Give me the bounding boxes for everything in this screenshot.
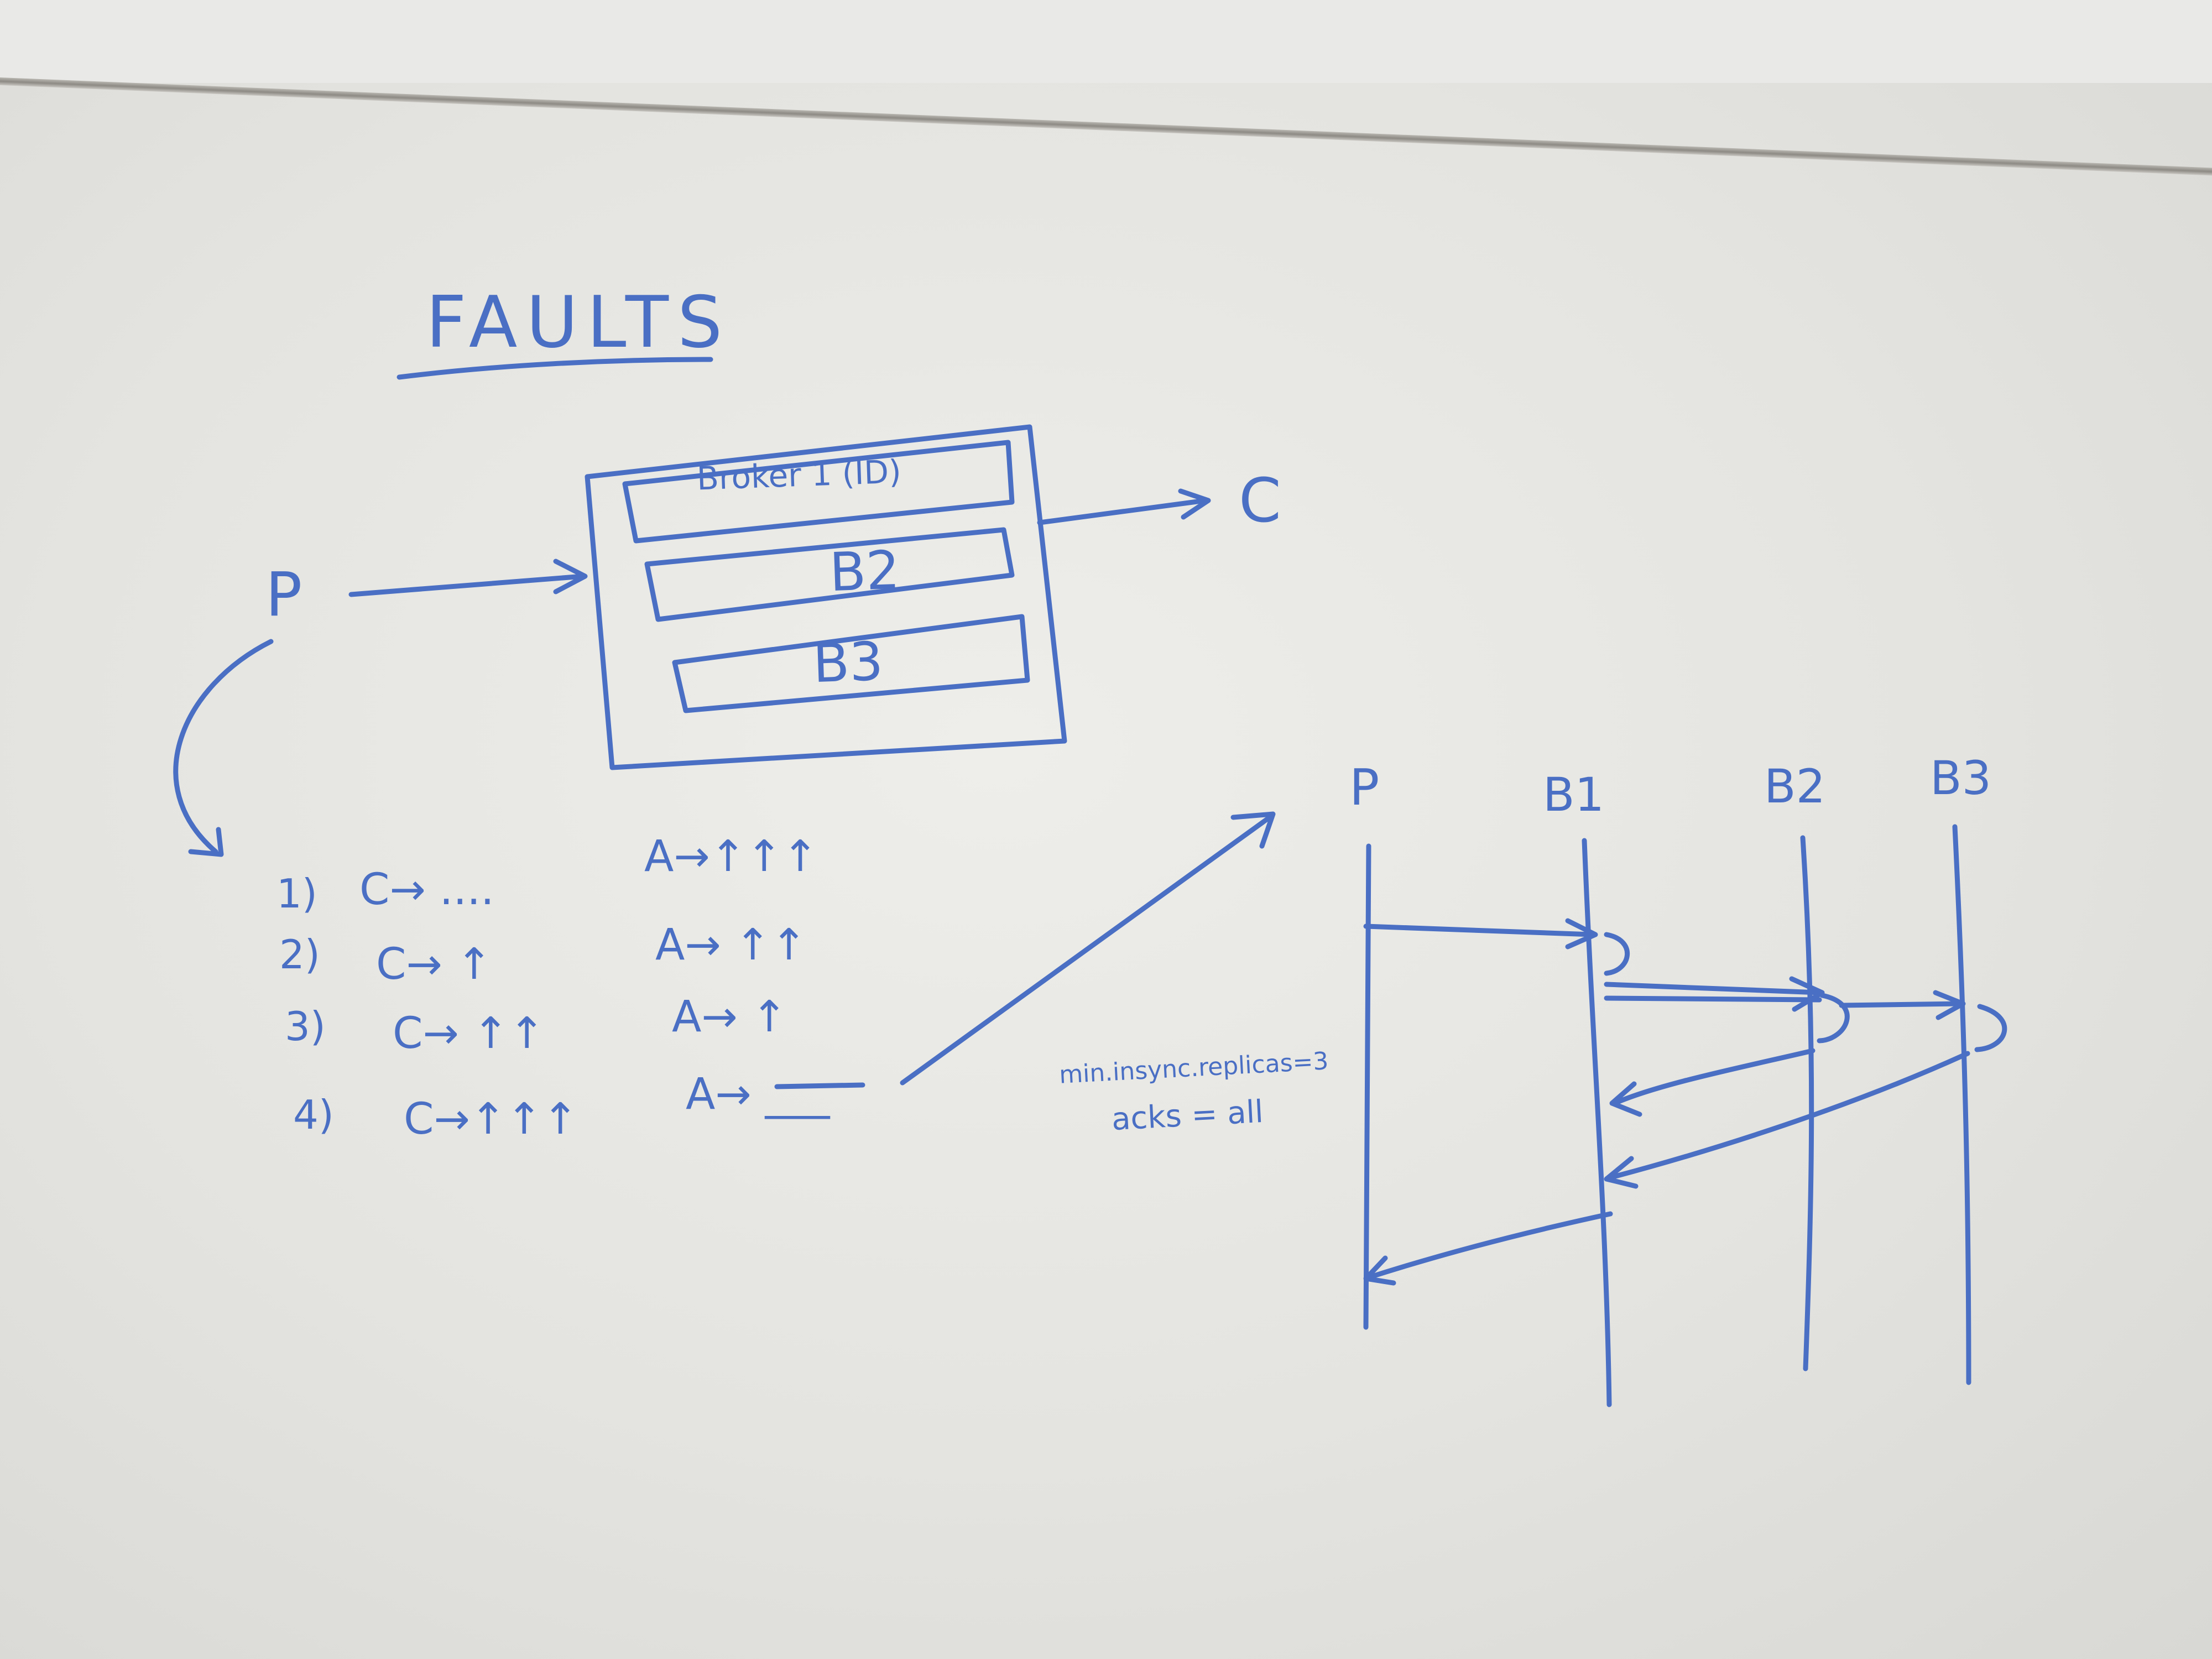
consumer-label: C (1239, 465, 1281, 536)
broker1-box (622, 440, 1015, 544)
producer-to-cluster-arrow (348, 573, 586, 597)
ack-b3-to-b1 (1606, 1051, 1970, 1181)
msg-b1-to-b2 (1604, 982, 1822, 995)
case-1-number: 1) (276, 870, 317, 917)
sequence-lane-b3: B3 (1930, 751, 1992, 805)
broker1-label: Broker 1 (ID) (696, 452, 902, 498)
case-2-c: C→ ↑ (376, 940, 492, 989)
case-3-a: A→ ↑ (672, 992, 787, 1042)
broker2-label: B2 (828, 539, 901, 604)
case-4-a: A→ ___ (686, 1070, 830, 1119)
sequence-lane-p: P (1349, 759, 1380, 817)
b2-box (644, 527, 1015, 622)
case-1-c: C→ .... (359, 865, 494, 915)
case-to-sequence-arrow (900, 813, 1275, 1086)
config-note-acks: acks = all (1110, 1093, 1265, 1138)
case-3-number: 3) (285, 1003, 326, 1050)
cluster-box (585, 424, 1067, 770)
page-title: FAULTS (426, 281, 732, 364)
msg-b2-to-b3 (1839, 1001, 1963, 1008)
producer-to-cases-arrow (173, 639, 274, 854)
case-1-a: A→↑↑↑ (644, 832, 818, 881)
sequence-lane-b1: B1 (1543, 768, 1605, 822)
case-3-c: C→ ↑↑ (393, 1009, 545, 1058)
b3-box (672, 614, 1030, 713)
cluster-to-consumer-arrow (1037, 498, 1208, 525)
case-2-a: A→ ↑↑ (655, 920, 807, 970)
msg-p-to-b1 (1363, 924, 1595, 937)
sequence-lane-b2: B2 (1764, 759, 1826, 813)
lifeline-b1 (1582, 838, 1612, 1407)
producer-label: P (265, 559, 302, 630)
case-2-number: 2) (279, 931, 320, 978)
ack-b1-to-p (1366, 1211, 1613, 1280)
case4-a-blank (774, 1082, 865, 1089)
broker3-label: B3 (812, 630, 884, 695)
wall-above-board (0, 0, 2212, 83)
case-4-c: C→↑↑↑ (404, 1094, 578, 1144)
lifeline-b2 (1800, 835, 1814, 1371)
title-underline (397, 357, 713, 380)
lifeline-p (1363, 843, 1371, 1330)
case-4-number: 4) (293, 1092, 334, 1138)
ack-b2-to-b1 (1612, 1048, 1815, 1106)
lifeline-b3 (1952, 824, 1971, 1385)
